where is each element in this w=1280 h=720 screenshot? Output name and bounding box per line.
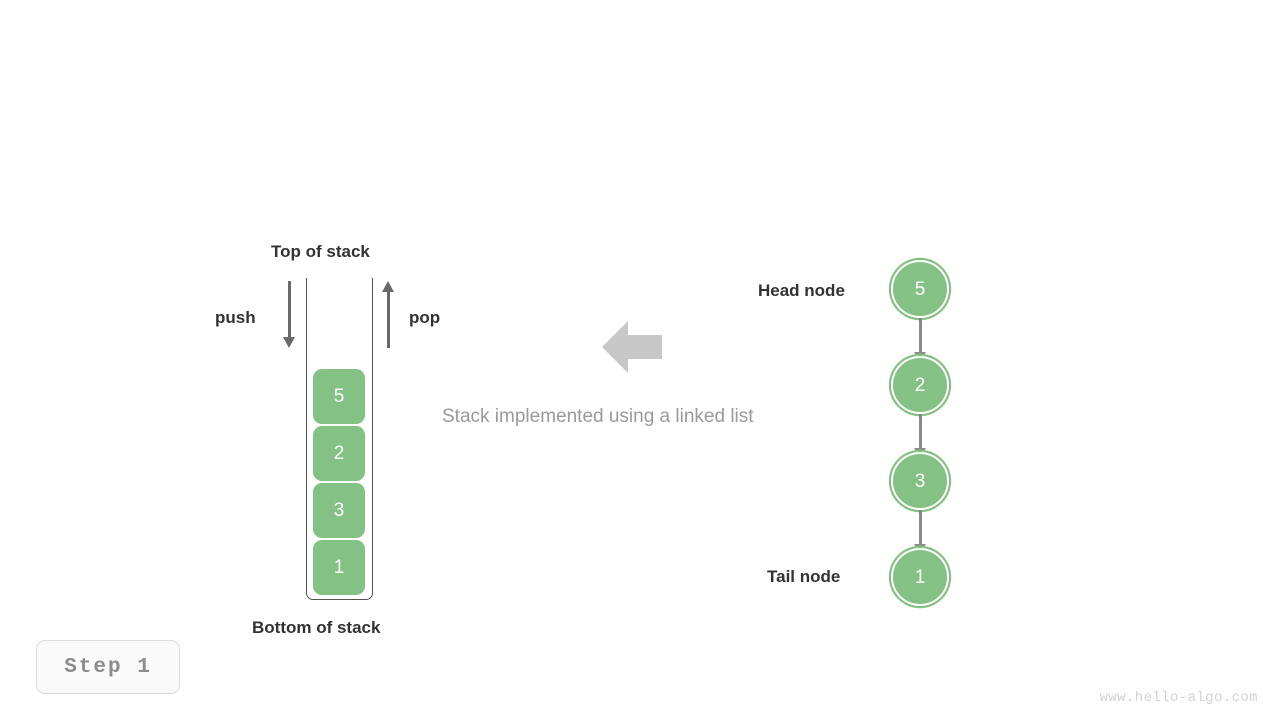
stack-cell-list: 5 2 3 1 — [313, 363, 365, 595]
watermark: www.hello-algo.com — [1099, 690, 1258, 706]
pop-arrow-head-icon — [382, 281, 394, 292]
diagram-caption: Stack implemented using a linked list — [442, 406, 754, 427]
list-node[interactable]: 1 — [891, 548, 949, 606]
linked-list-visualization: Head node 5 2 3 1 Tail node — [700, 0, 1280, 720]
left-arrow-icon — [602, 321, 662, 373]
list-node[interactable]: 2 — [891, 356, 949, 414]
link-connector-shaft — [918, 510, 922, 548]
stack-cell[interactable]: 3 — [313, 483, 365, 538]
list-node[interactable]: 5 — [891, 260, 949, 318]
pop-arrow-shaft — [387, 290, 390, 348]
stack-cell[interactable]: 5 — [313, 369, 365, 424]
stack-visualization: Top of stack push pop 5 2 3 1 Bottom of … — [0, 0, 520, 720]
step-badge: Step 1 — [36, 640, 180, 694]
tail-node-label: Tail node — [767, 567, 841, 586]
push-arrow-shaft — [288, 281, 291, 339]
head-node-label: Head node — [758, 281, 845, 300]
push-label: push — [215, 308, 256, 327]
link-connector-shaft — [918, 318, 922, 356]
push-arrow-head-icon — [283, 337, 295, 348]
stack-cell[interactable]: 1 — [313, 540, 365, 595]
top-of-stack-label: Top of stack — [271, 242, 370, 261]
pop-label: pop — [409, 308, 441, 327]
bottom-of-stack-label: Bottom of stack — [252, 618, 381, 637]
stack-cell[interactable]: 2 — [313, 426, 365, 481]
list-node[interactable]: 3 — [891, 452, 949, 510]
link-connector-shaft — [918, 414, 922, 452]
